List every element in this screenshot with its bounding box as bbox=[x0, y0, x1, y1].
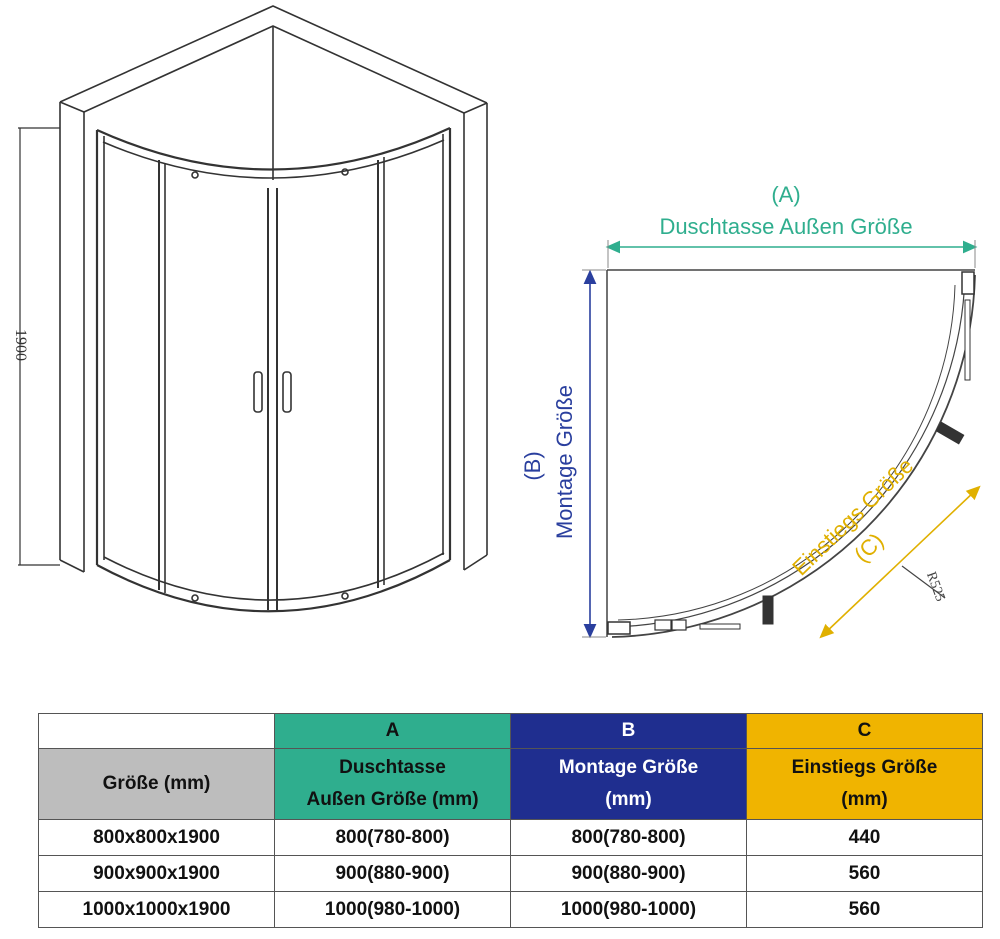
size-column-header: Größe (mm) bbox=[38, 748, 275, 820]
row-size-cell: 800x800x1900 bbox=[38, 819, 275, 856]
column-b-header: Montage Größe (mm) bbox=[510, 748, 747, 820]
row-a-cell: 800(780-800) bbox=[274, 819, 511, 856]
row-size-cell: 900x900x1900 bbox=[38, 855, 275, 892]
table-letter-row: A B C bbox=[38, 713, 983, 749]
bottom-tray bbox=[96, 559, 451, 613]
label-c-text: Einstiegs Größe bbox=[787, 453, 918, 581]
column-a-header: Duschtasse Außen Größe (mm) bbox=[274, 748, 511, 820]
column-c-letter: C bbox=[746, 713, 983, 749]
column-c-header-line2: (mm) bbox=[841, 789, 888, 810]
dimension-c-arrow bbox=[819, 485, 981, 639]
column-a-header-line1: Duschtasse bbox=[339, 757, 446, 778]
top-rail bbox=[96, 127, 451, 171]
label-a-text: Duschtasse Außen Größe bbox=[659, 214, 912, 239]
plan-wall-profile-top bbox=[961, 271, 975, 295]
table-row: 800x800x1900 800(780-800) 800(780-800) 4… bbox=[38, 819, 983, 856]
row-c-cell: 560 bbox=[746, 891, 983, 928]
label-a-letter: (A) bbox=[771, 182, 800, 207]
label-b-letter: (B) bbox=[520, 451, 545, 480]
plan-view-drawing: (A) Duschtasse Außen Größe (B) Montage G… bbox=[520, 182, 981, 639]
row-a-cell: 900(880-900) bbox=[274, 855, 511, 892]
row-size-cell: 1000x1000x1900 bbox=[38, 891, 275, 928]
column-a-header-line2: Außen Größe (mm) bbox=[306, 789, 479, 810]
table-row: 1000x1000x1900 1000(980-1000) 1000(980-1… bbox=[38, 891, 983, 928]
column-b-header-line2: (mm) bbox=[605, 789, 652, 810]
label-b-text: Montage Größe bbox=[552, 385, 577, 539]
height-label: 1900 bbox=[12, 329, 29, 361]
wall-top-edge bbox=[59, 5, 488, 104]
door-handle-right bbox=[282, 371, 292, 413]
shower-enclosure-3d-drawing: 1900 bbox=[12, 5, 488, 613]
plan-wall-profile-side bbox=[607, 621, 631, 635]
table-row: 900x900x1900 900(880-900) 900(880-900) 5… bbox=[38, 855, 983, 892]
row-b-cell: 900(880-900) bbox=[510, 855, 747, 892]
row-b-cell: 800(780-800) bbox=[510, 819, 747, 856]
column-c-header-line1: Einstiegs Größe bbox=[791, 757, 938, 778]
wall-top-inner-edge bbox=[83, 25, 465, 114]
row-c-cell: 560 bbox=[746, 855, 983, 892]
row-b-cell: 1000(980-1000) bbox=[510, 891, 747, 928]
row-a-cell: 1000(980-1000) bbox=[274, 891, 511, 928]
plan-curved-glass-outer bbox=[611, 274, 976, 638]
table-corner-cell bbox=[38, 713, 275, 749]
radius-label: R525 bbox=[923, 570, 947, 604]
column-b-header-line1: Montage Größe bbox=[558, 757, 699, 778]
table-header-row: Größe (mm) Duschtasse Außen Größe (mm) M… bbox=[38, 748, 983, 820]
row-c-cell: 440 bbox=[746, 819, 983, 856]
size-specification-table: A B C Größe (mm) Duschtasse Außen Größe … bbox=[38, 713, 983, 928]
column-b-letter: B bbox=[510, 713, 747, 749]
wall-top-left-cap bbox=[59, 101, 85, 113]
column-c-header: Einstiegs Größe (mm) bbox=[746, 748, 983, 820]
wall-top-right-cap bbox=[463, 102, 488, 114]
label-c-letter: (C) bbox=[849, 528, 888, 567]
door-handle-left bbox=[253, 371, 263, 413]
column-a-letter: A bbox=[274, 713, 511, 749]
